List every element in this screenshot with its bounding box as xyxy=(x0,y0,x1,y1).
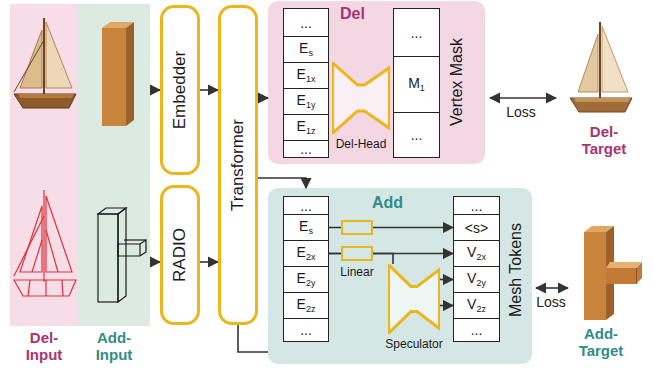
input-label: Del- Input xyxy=(16,330,72,363)
axis-label: Vertex Mask xyxy=(448,38,466,126)
block-label: RADIO xyxy=(170,228,190,282)
head-shape xyxy=(332,62,390,134)
token-label: <s> xyxy=(465,221,488,235)
token-label: M1 xyxy=(408,76,425,93)
del-target-illustration xyxy=(570,22,632,112)
head-shape xyxy=(388,264,440,334)
mask-cell: ... xyxy=(393,112,440,158)
input-band-fill xyxy=(78,4,150,326)
mesh-token-cell: ... xyxy=(453,318,500,342)
token-cell: E1x xyxy=(283,62,329,89)
mask-cell: ... xyxy=(393,8,440,57)
token-label: ... xyxy=(411,128,423,142)
mesh-token-cell: ... xyxy=(453,196,500,215)
add-region: Add... EsE2xE2yE2z... Speculator... <s> V2xV… xyxy=(268,188,532,364)
loss-arrow xyxy=(490,97,556,99)
mesh-token-cell: <s> xyxy=(453,214,500,241)
token-label: ... xyxy=(471,199,483,213)
token-label: Es xyxy=(299,219,313,236)
token-label: E1z xyxy=(297,119,316,136)
mesh-token-cell: V2y xyxy=(453,266,500,293)
input-band: Del- Input xyxy=(10,4,78,326)
token-cell: ... xyxy=(283,8,329,37)
region-title: Del xyxy=(340,5,365,23)
loss-arrow xyxy=(536,287,568,289)
transformer-block: Transformer xyxy=(218,5,258,325)
encoder-block: RADIO xyxy=(160,185,200,325)
token-cell: Es xyxy=(283,214,329,241)
connector-arrow xyxy=(150,89,160,91)
token-cell: E2x xyxy=(283,240,329,267)
token-cell: E2z xyxy=(283,292,329,319)
head-label: Speculator xyxy=(385,337,442,351)
token-label: E2x xyxy=(297,245,316,262)
boat-wireframe xyxy=(14,190,76,296)
token-label: Es xyxy=(299,41,313,58)
target-label: Add- Target xyxy=(571,326,631,359)
input-band-fill xyxy=(10,4,78,326)
token-cell: E1z xyxy=(283,114,329,141)
token-cell: E2y xyxy=(283,266,329,293)
target-label: Del- Target xyxy=(574,124,634,157)
token-label: ... xyxy=(471,323,483,337)
sailboat-illustration xyxy=(14,18,76,108)
pillar-wireframe xyxy=(98,208,146,302)
token-cell: E1y xyxy=(283,88,329,115)
token-cell: Es xyxy=(283,36,329,63)
token-cell: ... xyxy=(283,196,329,215)
connector-arrow xyxy=(440,305,453,307)
speculator-head: Speculator xyxy=(388,264,440,334)
mask-cell: M1 xyxy=(393,56,440,113)
token-label: E2z xyxy=(297,297,316,314)
token-label: E1y xyxy=(297,93,316,110)
connector-arrow xyxy=(150,261,160,263)
connector-arrow xyxy=(200,89,218,91)
token-label: V2z xyxy=(467,297,486,314)
mesh-token-cell: V2z xyxy=(453,292,500,319)
connector-arrow xyxy=(200,261,218,263)
connector-arrow xyxy=(258,97,268,99)
connector-arrow xyxy=(258,178,306,188)
linear-box xyxy=(342,247,372,260)
token-label: E1x xyxy=(297,67,316,84)
linear-box xyxy=(342,221,372,234)
connector-arrow xyxy=(440,279,453,281)
token-cell: ... xyxy=(283,318,329,342)
head-label: Del-Head xyxy=(336,137,387,151)
token-label: ... xyxy=(411,26,423,40)
token-label: E2y xyxy=(297,271,316,288)
token-label: V2x xyxy=(467,245,486,262)
axis-label: Mesh Tokens xyxy=(507,223,525,317)
token-label: ... xyxy=(300,142,312,156)
region-title: Add xyxy=(372,194,403,212)
add-region-fill xyxy=(268,188,532,364)
token-label: V2y xyxy=(467,271,486,288)
token-label: ... xyxy=(300,199,312,213)
module-label: Linear xyxy=(340,265,373,279)
pillar-illustration xyxy=(102,22,134,126)
input-band: Add- Input xyxy=(78,4,150,326)
token-label: ... xyxy=(300,323,312,337)
mesh-token-cell: V2x xyxy=(453,240,500,267)
block-label: Embedder xyxy=(170,51,190,129)
embedder-block: Embedder xyxy=(160,5,200,175)
token-label: ... xyxy=(300,16,312,30)
add-target-illustration xyxy=(584,226,642,320)
del-region-fill xyxy=(268,1,485,164)
connector-arrow xyxy=(238,325,268,352)
input-label: Add- Input xyxy=(86,330,142,363)
loss-label: Loss xyxy=(536,294,566,310)
block-label: Transformer xyxy=(228,119,248,211)
loss-label: Loss xyxy=(506,104,536,120)
token-cell: ... xyxy=(283,140,329,158)
del-head: Del-Head xyxy=(332,62,390,134)
